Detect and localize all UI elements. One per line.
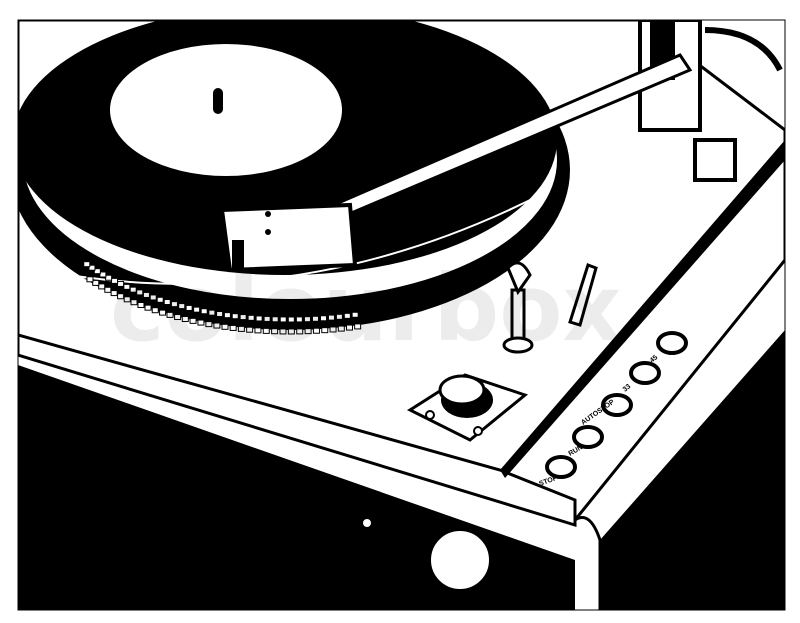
strobe-dot — [185, 304, 193, 311]
strobe-dot — [181, 316, 189, 323]
strobe-dot — [111, 277, 119, 284]
speed-knob[interactable] — [406, 373, 529, 442]
strobe-dot — [304, 328, 312, 335]
strobe-dot — [104, 286, 112, 293]
strobe-dot — [137, 302, 145, 309]
strobe-dot — [343, 312, 351, 319]
strobe-dot — [156, 296, 164, 303]
strobe-dot — [99, 271, 107, 278]
strobe-dot — [321, 327, 329, 334]
strobe-dot — [354, 323, 362, 330]
strobe-dot — [237, 325, 245, 332]
strobe-dot — [178, 303, 186, 310]
strobe-dot — [216, 310, 224, 317]
strobe-dot — [279, 328, 287, 335]
record-label — [110, 44, 342, 176]
strobe-dot — [213, 322, 221, 329]
strobe-dot — [163, 299, 171, 306]
strobe-dot — [246, 326, 254, 333]
strobe-dot — [327, 314, 335, 321]
strobe-dot — [221, 323, 229, 330]
speed-45-button[interactable]: 45 — [649, 331, 688, 365]
strobe-dot — [229, 324, 237, 331]
strobe-dot — [83, 261, 91, 268]
strobe-dot — [271, 316, 279, 323]
strobe-dot — [287, 328, 295, 335]
strobe-dot — [205, 321, 213, 328]
arm-rest — [568, 263, 598, 327]
strobe-dot — [197, 319, 205, 326]
strobe-dot — [335, 313, 343, 320]
strobe-dot — [93, 268, 101, 275]
strobe-dot — [351, 311, 359, 318]
speed-45-label: 45 — [649, 354, 660, 364]
strobe-dot — [117, 293, 125, 300]
strobe-dot — [130, 299, 138, 306]
strobe-dot — [247, 314, 255, 321]
strobe-dot — [92, 279, 100, 286]
strobe-dot — [254, 327, 262, 334]
speed-33-button[interactable]: 33 — [622, 361, 661, 394]
strobe-dot — [271, 328, 279, 335]
strobe-dot — [255, 315, 263, 322]
strobe-dot — [88, 264, 96, 271]
strobe-dot — [189, 317, 197, 324]
strobe-dot — [123, 296, 131, 303]
strobe-dot — [287, 316, 295, 323]
strobe-dot — [170, 301, 178, 308]
strobe-dot — [200, 308, 208, 315]
strobe-dot — [263, 315, 271, 322]
watermark: colourbox — [110, 255, 622, 362]
strobe-dot — [86, 276, 94, 283]
pitch-knob[interactable] — [425, 525, 495, 595]
strobe-dot — [231, 313, 239, 320]
spindle-icon — [213, 88, 223, 114]
strobe-dot — [142, 291, 150, 298]
strobe-dot — [312, 327, 320, 334]
front-ledge — [18, 333, 577, 528]
strobe-dot — [144, 304, 152, 311]
strobe-dot — [303, 316, 311, 323]
headshell[interactable] — [219, 202, 358, 273]
strobe-dot — [329, 326, 337, 333]
strobe-dot — [208, 309, 216, 316]
strobe-dot — [295, 316, 303, 323]
strobe-dot — [311, 315, 319, 322]
indicator-light-icon — [361, 517, 373, 529]
strobe-dot — [346, 324, 354, 331]
strobe-dot — [159, 309, 167, 316]
cue-lever[interactable] — [502, 261, 534, 354]
strobe-dot — [110, 290, 118, 297]
strobe-dot — [319, 315, 327, 322]
speed-33-label: 33 — [622, 383, 633, 393]
strobe-dot — [193, 306, 201, 313]
strobe-dot — [239, 314, 247, 321]
strobe-dot — [296, 328, 304, 335]
strobe-dots — [83, 261, 362, 335]
strobe-dot — [117, 280, 125, 287]
strobe-dot — [262, 327, 270, 334]
strobe-dot — [223, 312, 231, 319]
strobe-dot — [98, 283, 106, 290]
strobe-dot — [105, 274, 113, 281]
strobe-dot — [136, 289, 144, 296]
strobe-dot — [279, 316, 287, 323]
strobe-dot — [151, 307, 159, 314]
side-panel — [600, 330, 785, 610]
strobe-dot — [174, 314, 182, 321]
strobe-dot — [166, 311, 174, 318]
strobe-dot — [149, 294, 157, 301]
strobe-dot — [337, 325, 345, 332]
